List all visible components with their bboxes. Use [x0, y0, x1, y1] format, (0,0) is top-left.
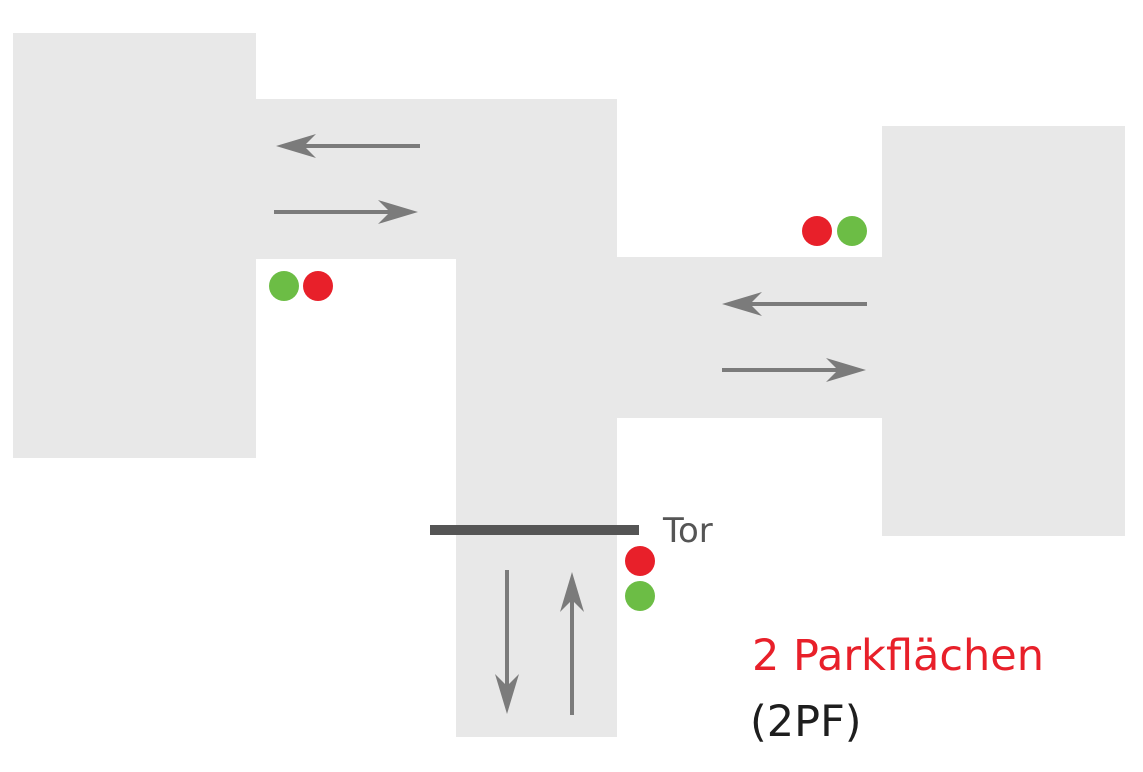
red-light-icon	[802, 216, 832, 246]
gate-label: Tor	[662, 511, 713, 551]
top-corridor-arrow-left	[276, 134, 420, 158]
green-light-icon	[269, 271, 299, 301]
right-corridor	[617, 257, 882, 418]
red-light-icon	[625, 546, 655, 576]
central-corridor	[456, 259, 617, 737]
direction-arrows	[274, 134, 867, 715]
right-corridor-arrow-right	[722, 358, 866, 382]
legend-subtitle: (2PF)	[750, 697, 862, 747]
left-parking-area	[13, 33, 256, 458]
red-light-icon	[303, 271, 333, 301]
green-light-icon	[837, 216, 867, 246]
entrance-arrow-up	[560, 572, 584, 715]
gate-barrier	[430, 525, 639, 535]
left-area-lights	[269, 271, 333, 301]
top-corridor	[256, 99, 617, 259]
entrance-arrow-down	[495, 570, 519, 714]
floor-areas	[13, 33, 1125, 737]
right-parking-area	[882, 126, 1125, 536]
green-light-icon	[625, 581, 655, 611]
gate-lights	[625, 546, 655, 611]
right-area-lights	[802, 216, 867, 246]
legend-title: 2 Parkflächen	[752, 631, 1044, 681]
top-corridor-arrow-right	[274, 200, 418, 224]
right-corridor-arrow-left	[722, 292, 867, 316]
